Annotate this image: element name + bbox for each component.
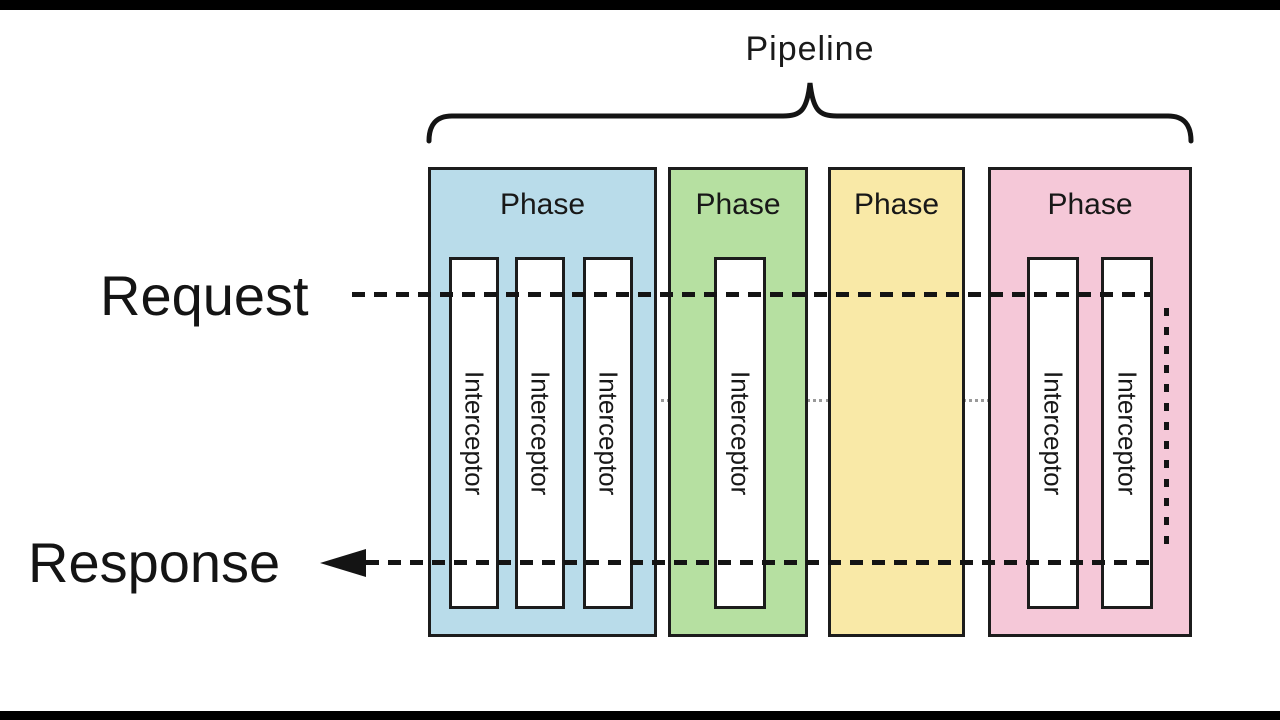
interceptor-box: Interceptor <box>449 257 499 609</box>
pipeline-title: Pipeline <box>745 30 875 68</box>
interceptor-label: Interceptor <box>525 370 556 496</box>
phase-gap-dotted-line <box>806 399 830 402</box>
phase-label: Phase <box>695 188 781 221</box>
phase-label: Phase <box>1047 188 1133 221</box>
interceptor-label: Interceptor <box>459 370 490 496</box>
interceptor-box: Interceptor <box>1027 257 1079 609</box>
letterbox-top-bar <box>0 0 1280 10</box>
interceptor-box: Interceptor <box>583 257 633 609</box>
phase-label: Phase <box>853 188 940 221</box>
request-label: Request <box>100 264 309 327</box>
phase-label: Phase <box>499 188 586 221</box>
interceptor-label: Interceptor <box>593 370 624 496</box>
response-arrowhead-icon <box>320 549 366 577</box>
response-label: Response <box>28 531 281 594</box>
phase-box-4: Phase Interceptor Interceptor <box>988 167 1192 637</box>
response-dashed-line <box>366 560 1152 565</box>
request-dashed-line <box>352 292 1150 297</box>
phase-gap-dotted-line <box>963 399 990 402</box>
interceptor-label: Interceptor <box>1038 370 1069 496</box>
interceptor-box: Interceptor <box>1101 257 1153 609</box>
phase-box-1: Phase Interceptor Interceptor Intercepto… <box>428 167 657 637</box>
phase-box-2: Phase Interceptor <box>668 167 808 637</box>
turnaround-dashed-line <box>1164 308 1169 548</box>
interceptor-box: Interceptor <box>714 257 766 609</box>
interceptor-box: Interceptor <box>515 257 565 609</box>
interceptor-label: Interceptor <box>725 370 756 496</box>
letterbox-bottom-bar <box>0 711 1280 720</box>
interceptor-label: Interceptor <box>1112 370 1143 496</box>
phase-gap-dotted-line <box>654 399 670 402</box>
phase-box-3: Phase <box>828 167 965 637</box>
